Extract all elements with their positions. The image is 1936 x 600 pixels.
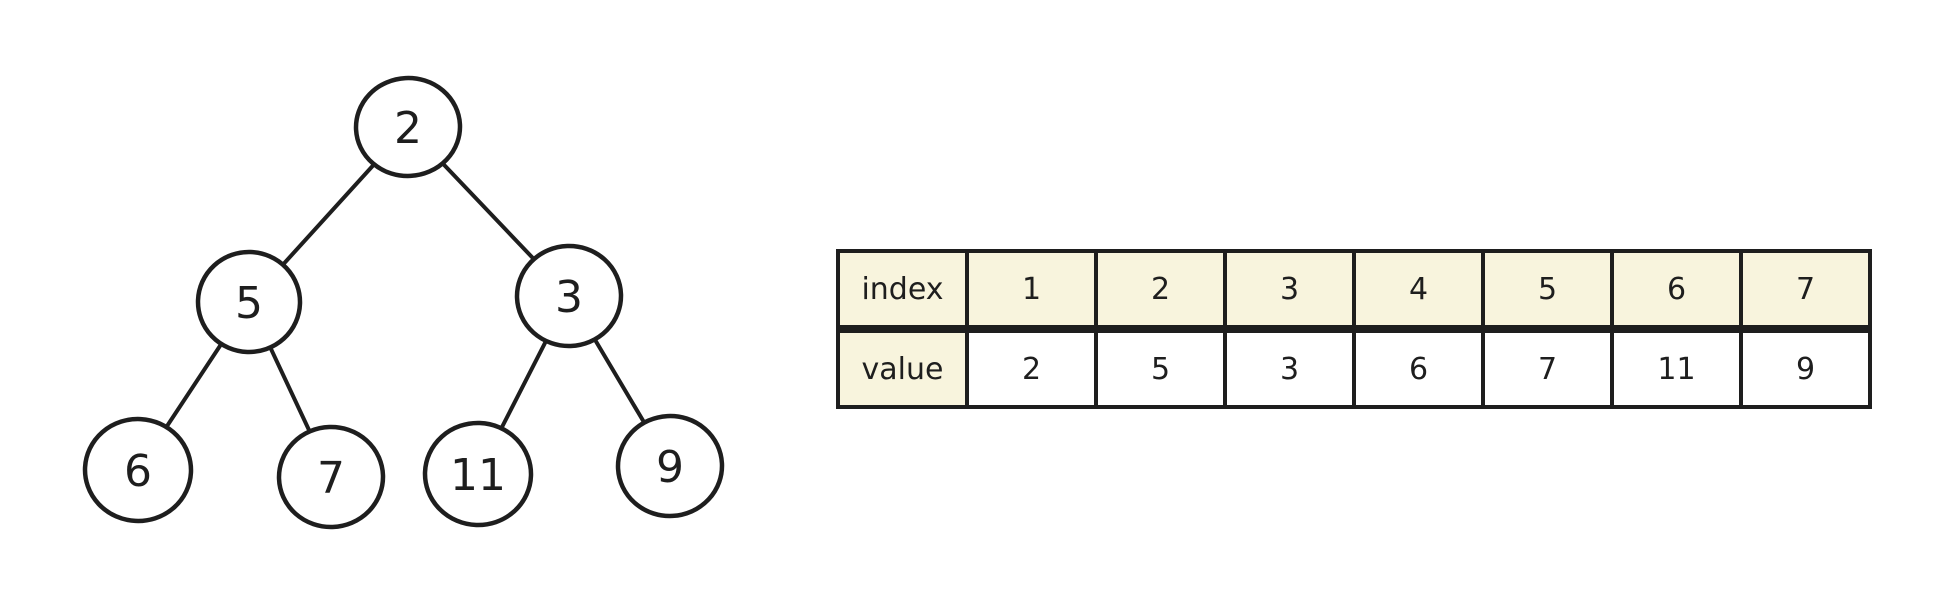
value-cell: 3 <box>1223 327 1356 409</box>
index-cell: 3 <box>1223 249 1356 333</box>
index-cell: 1 <box>965 249 1098 333</box>
value-cell: 5 <box>1094 327 1227 409</box>
value-cell: 11 <box>1610 327 1743 409</box>
value-cell: 9 <box>1739 327 1872 409</box>
index-cell: 2 <box>1094 249 1227 333</box>
tree-node: 5 <box>195 249 303 355</box>
index-cell: 6 <box>1610 249 1743 333</box>
value-cell: 7 <box>1481 327 1614 409</box>
tree-node-circle <box>82 416 194 524</box>
tree-node-value: 3 <box>555 272 583 323</box>
tree-node-value: 6 <box>124 446 152 497</box>
tree-node-value: 7 <box>317 453 345 504</box>
tree-node-circle <box>276 424 386 530</box>
value-cell: 2 <box>965 327 1098 409</box>
tree-node: 3 <box>514 243 624 349</box>
tree-node-value: 2 <box>394 103 422 154</box>
value-cell: 6 <box>1352 327 1485 409</box>
index-cell: 5 <box>1481 249 1614 333</box>
index-row-label-cell: index <box>836 249 969 333</box>
tree-node-circle <box>195 249 303 355</box>
tree-node-circle <box>615 413 725 519</box>
binary-tree-diagram: 2 5 3 6 7 11 9 <box>82 75 725 530</box>
tree-node: 7 <box>276 424 386 530</box>
tree-node-value: 5 <box>235 278 263 329</box>
tree-node-circle <box>514 243 624 349</box>
tree-node-circle <box>353 75 463 179</box>
tree-node: 2 <box>353 75 463 179</box>
index-cell: 4 <box>1352 249 1485 333</box>
index-cell: 7 <box>1739 249 1872 333</box>
tree-node-value: 9 <box>656 442 684 493</box>
tree-node-circle <box>422 420 534 528</box>
value-row-label-cell: value <box>836 327 969 409</box>
tree-node-value: 11 <box>450 450 506 501</box>
tree-node: 6 <box>82 416 194 524</box>
tree-node: 9 <box>615 413 725 519</box>
tree-node: 11 <box>422 420 534 528</box>
